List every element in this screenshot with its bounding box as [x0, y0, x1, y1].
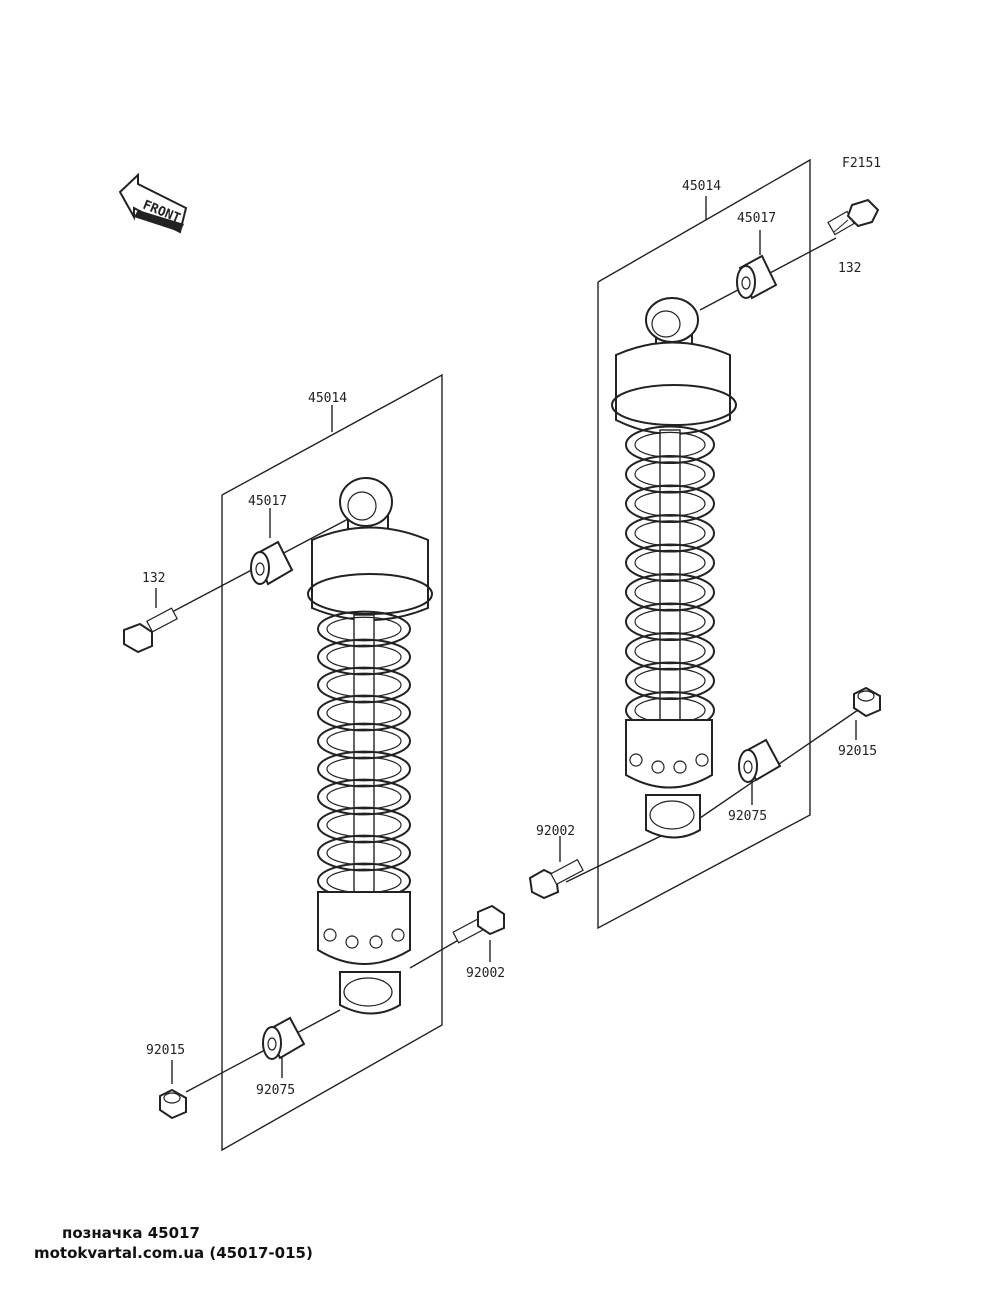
spring-coil [317, 666, 411, 704]
right-shock-assembly: 45014 45017 132 92015 92075 92002 [528, 158, 881, 930]
right-bushing-bottom-label: 92075 [728, 809, 767, 824]
spring-coil-inner [326, 784, 402, 810]
spring-coil [625, 454, 715, 494]
right-bushing-top-label: 45017 [737, 211, 776, 226]
left-top-bolt-icon [123, 607, 178, 654]
spring-coil-inner [634, 667, 706, 694]
spring-coil [317, 610, 411, 648]
spring-coil [317, 778, 411, 816]
spring-coil-inner [326, 840, 402, 866]
right-assembly-bracket [597, 158, 811, 930]
left-bottom-bolt-icon [452, 904, 505, 944]
left-shock-assembly: 45014 45017 132 92002 92075 92015 [123, 373, 505, 1152]
left-top-bushing-icon [250, 540, 294, 586]
spring-coil [625, 572, 715, 612]
spring-coil-inner [634, 638, 706, 665]
left-bolt-top-label: 132 [142, 571, 165, 586]
right-bolt-bottom-label: 92002 [536, 824, 575, 839]
spring-coil-inner [326, 700, 402, 726]
left-assembly-bracket [221, 373, 443, 1152]
spring-coil [625, 602, 715, 642]
spring-coil-inner [326, 644, 402, 670]
left-nut-icon [159, 1088, 187, 1120]
left-assembly-label: 45014 [308, 391, 347, 406]
right-top-bolt-icon [827, 198, 880, 236]
right-assembly-label: 45014 [682, 179, 721, 194]
spring-coil-inner [326, 812, 402, 838]
spring-coil [317, 834, 411, 872]
spring-coil-inner [326, 756, 402, 782]
spring-coil [625, 425, 715, 465]
spring-coil-inner [634, 549, 706, 576]
right-nut-label: 92015 [838, 744, 877, 759]
spring-coil [317, 806, 411, 844]
spring-coil-inner [326, 672, 402, 698]
spring-coil [317, 722, 411, 760]
left-bushing-bottom-label: 92075 [256, 1083, 295, 1098]
spring-coil [625, 543, 715, 583]
spring-coil [625, 661, 715, 701]
left-bottom-bushing-icon [262, 1016, 306, 1060]
caption-line-2: motokvartal.com.ua (45017-015) [34, 1244, 313, 1262]
right-bottom-bushing-icon [738, 738, 782, 783]
spring-coil [317, 694, 411, 732]
spring-coil-inner [326, 616, 402, 642]
caption-line-1: позначка 45017 [62, 1224, 200, 1242]
spring-coil-inner [634, 579, 706, 606]
spring-coil-inner [634, 431, 706, 458]
spring-coil-inner [634, 608, 706, 635]
right-shock-absorber [611, 297, 737, 839]
spring-coil-inner [634, 490, 706, 517]
left-nut-label: 92015 [146, 1043, 185, 1058]
left-bushing-top-label: 45017 [248, 494, 287, 509]
figure-code: F2151 [842, 156, 881, 171]
front-arrow-icon: FRONT [118, 172, 188, 234]
left-bolt-bottom-label: 92002 [466, 966, 505, 981]
spring-coil-inner [634, 461, 706, 488]
left-shock-absorber [307, 477, 433, 1015]
right-bottom-bolt-icon [528, 858, 584, 900]
right-bolt-top-label: 132 [838, 261, 861, 276]
right-top-bushing-icon [736, 254, 778, 300]
spring-coil [625, 631, 715, 671]
spring-coil [317, 638, 411, 676]
spring-coil [317, 750, 411, 788]
spring-coil [625, 513, 715, 553]
spring-coil [625, 484, 715, 524]
spring-coil-inner [326, 728, 402, 754]
spring-coil-inner [634, 520, 706, 547]
right-nut-icon [853, 686, 881, 718]
